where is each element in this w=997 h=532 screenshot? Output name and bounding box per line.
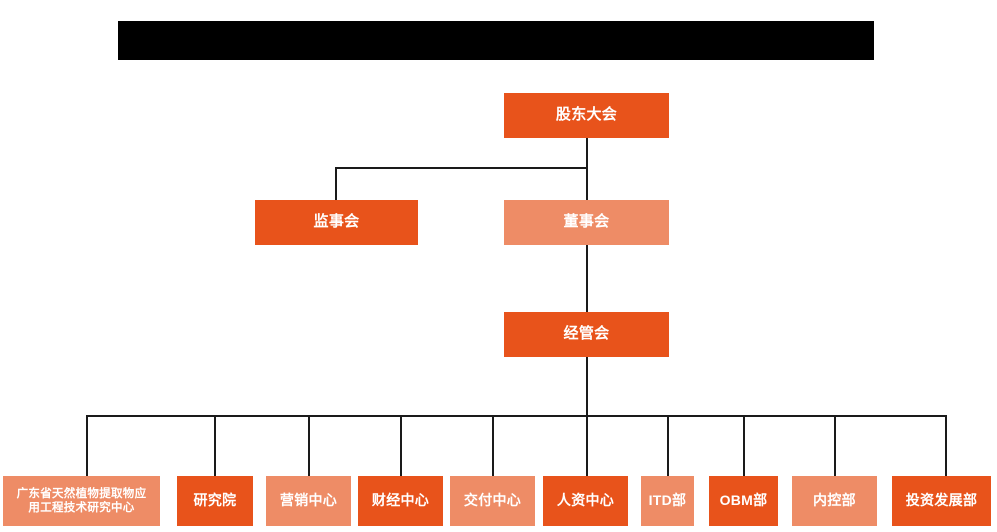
- node-research-institute[interactable]: 研究院: [177, 476, 253, 526]
- connector-l2-bus: [335, 167, 588, 169]
- node-label: 人资中心: [556, 492, 615, 509]
- node-finance-center[interactable]: 财经中心: [358, 476, 443, 526]
- connector-drop-hr-center: [586, 415, 588, 477]
- connector-drop-internal-control-department: [834, 415, 836, 477]
- connector-directors-to-management: [586, 245, 588, 313]
- node-management-committee[interactable]: 经管会: [504, 312, 669, 357]
- node-board-of-supervisors[interactable]: 监事会: [255, 200, 418, 245]
- node-internal-control-department[interactable]: 内控部: [792, 476, 877, 526]
- node-gd-plant-extract-research-center[interactable]: 广东省天然植物提取物应 用工程技术研究中心: [3, 476, 160, 526]
- connector-drop-supervisors: [335, 167, 337, 200]
- node-label: 监事会: [313, 213, 360, 231]
- connector-drop-marketing-center: [308, 415, 310, 477]
- node-label: 股东大会: [555, 106, 618, 124]
- node-label: 营销中心: [279, 492, 338, 509]
- node-investment-development-department[interactable]: 投资发展部: [892, 476, 991, 526]
- node-itd-department[interactable]: ITD部: [641, 476, 694, 526]
- node-label: 财经中心: [371, 492, 430, 509]
- node-label: 研究院: [193, 492, 237, 509]
- node-obm-department[interactable]: OBM部: [709, 476, 778, 526]
- node-shareholders-meeting[interactable]: 股东大会: [504, 93, 669, 138]
- node-label: OBM部: [719, 492, 768, 509]
- connector-drop-directors: [586, 167, 588, 200]
- connector-departments-bus: [86, 415, 946, 417]
- redacted-title-banner: [118, 21, 874, 60]
- node-label: 投资发展部: [905, 492, 978, 509]
- node-board-of-directors[interactable]: 董事会: [504, 200, 669, 245]
- connector-drop-finance-center: [400, 415, 402, 477]
- node-label: 广东省天然植物提取物应 用工程技术研究中心: [17, 487, 147, 516]
- node-label-line1: 广东省天然植物提取物应: [16, 487, 147, 500]
- connector-drop-investment-development-department: [945, 415, 947, 477]
- node-hr-center[interactable]: 人资中心: [543, 476, 628, 526]
- node-label: 内控部: [813, 492, 856, 509]
- connector-drop-delivery-center: [492, 415, 494, 477]
- node-label: ITD部: [648, 492, 687, 509]
- node-label: 经管会: [563, 325, 610, 343]
- connector-drop-research-institute: [214, 415, 216, 477]
- node-delivery-center[interactable]: 交付中心: [450, 476, 535, 526]
- connector-l1-stem: [586, 138, 588, 168]
- connector-drop-gd-plant-extract-research-center: [86, 415, 88, 477]
- node-label: 交付中心: [463, 492, 522, 509]
- connector-management-stem: [586, 357, 588, 416]
- node-label: 董事会: [563, 213, 610, 231]
- node-marketing-center[interactable]: 营销中心: [266, 476, 351, 526]
- node-label-line2: 用工程技术研究中心: [28, 502, 135, 514]
- connector-drop-obm-department: [743, 415, 745, 477]
- connector-drop-itd-department: [667, 415, 669, 477]
